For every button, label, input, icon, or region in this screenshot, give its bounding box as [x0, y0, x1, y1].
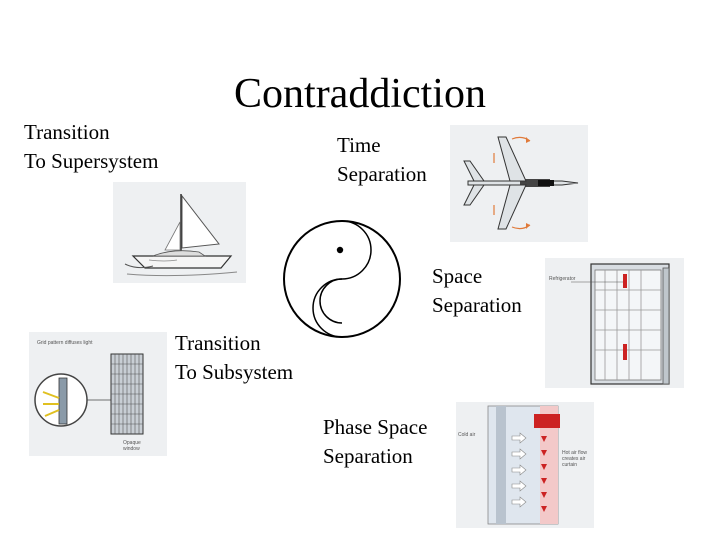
fridge-panel: Refrigerator [545, 258, 684, 388]
air-curtain-callout-right: Hot air flow [562, 450, 587, 456]
sailboat-icon [124, 194, 238, 277]
label-line: Phase Space [323, 415, 428, 439]
swing-wing-jet-icon [463, 136, 579, 230]
slide-title-text: Contraddiction [234, 71, 486, 117]
grid-window-icon: Grid pattern diffuses light Opaque windo… [34, 340, 144, 452]
label-phase-space-separation: Phase Space Separation [323, 413, 427, 471]
label-line: Time [337, 133, 381, 157]
label-line: Separation [337, 162, 427, 186]
label-line: Transition [175, 331, 261, 355]
label-line: Separation [432, 293, 522, 317]
air-curtain-panel: Cold air Hot air flow creates air curtai… [456, 402, 594, 528]
window-callout-bottom: window [123, 446, 140, 452]
air-curtain-callout-right: curtain [562, 462, 577, 468]
label-line: Separation [323, 444, 413, 468]
window-panel: Grid pattern diffuses light Opaque windo… [29, 332, 167, 456]
sailboat-panel [113, 182, 246, 283]
air-curtain-icon: Cold air Hot air flow creates air curtai… [458, 405, 587, 525]
label-line: Space [432, 264, 483, 288]
label-time-separation: Time Separation [337, 131, 427, 189]
contradiction-circle-diagram [283, 220, 401, 338]
label-line: Transition [24, 120, 110, 144]
refrigerator-icon: Refrigerator [549, 263, 670, 385]
air-curtain-callout-right: creates air [562, 456, 586, 462]
dot [336, 246, 344, 254]
window-callout-top: Grid pattern diffuses light [37, 340, 93, 346]
s-curve [312, 220, 372, 338]
air-curtain-callout-left: Cold air [458, 432, 476, 438]
label-transition-to-subsystem: Transition To Subsystem [175, 329, 293, 387]
label-space-separation: Space Separation [432, 262, 522, 320]
label-transition-to-supersystem: Transition To Supersystem [24, 118, 158, 176]
label-line: To Supersystem [24, 149, 159, 173]
window-callout-bottom: Opaque [123, 440, 141, 446]
jet-panel [450, 125, 588, 242]
slide-title: Contraddiction [0, 68, 720, 120]
fridge-callout: Refrigerator [549, 276, 576, 282]
inner-curve [319, 278, 343, 324]
label-line: To Subsystem [175, 360, 294, 384]
